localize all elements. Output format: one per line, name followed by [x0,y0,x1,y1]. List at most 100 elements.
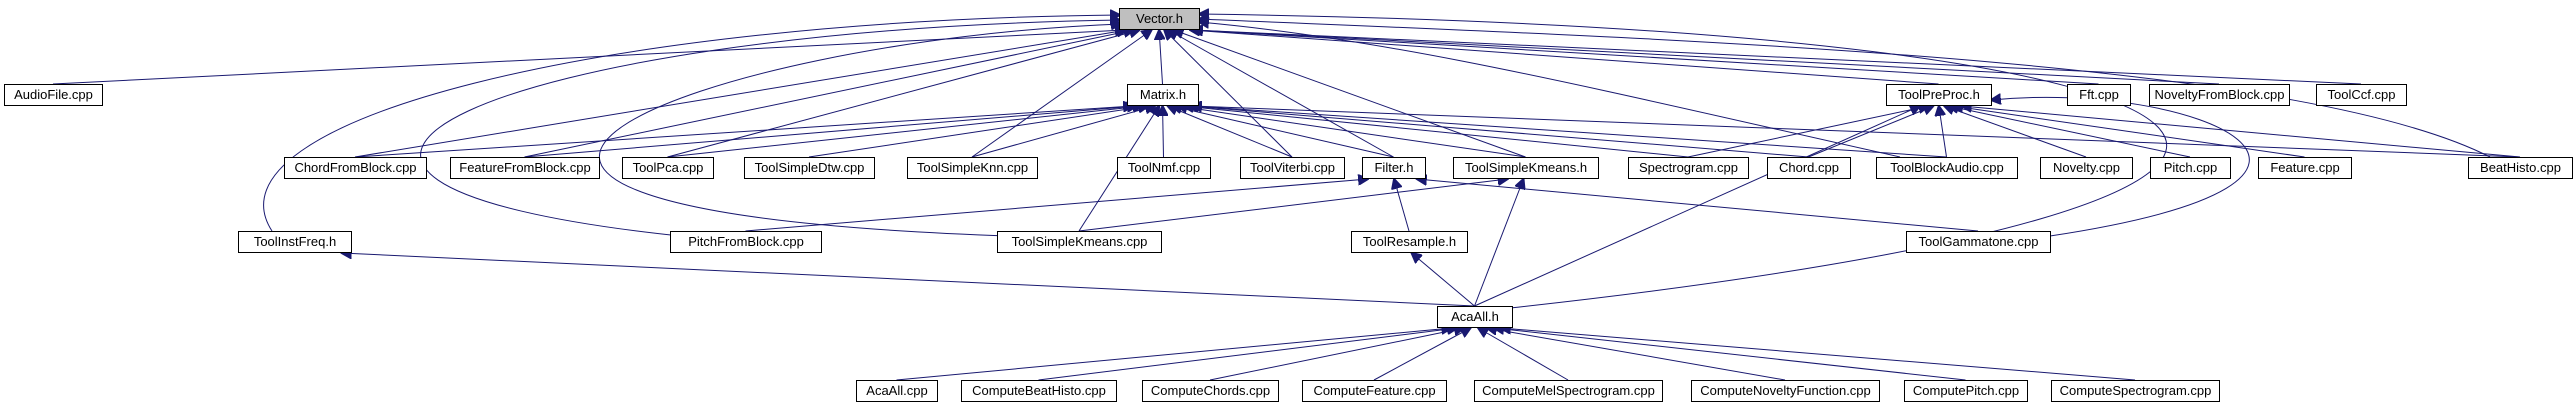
edge-arrow [1209,328,1464,381]
node-box [2150,157,2231,179]
node-acaall-h[interactable]: AcaAll.h [1437,306,1513,328]
node-toolccf-cpp[interactable]: ToolCcf.cpp [2316,84,2407,106]
node-toolpreproc-h[interactable]: ToolPreProc.h [1886,84,1992,106]
node-toolresample-h[interactable]: ToolResample.h [1351,231,1468,253]
edge-arrow [420,20,1120,237]
node-box [4,84,103,106]
edge-arrow [1953,106,2305,158]
node-beathisto-cpp[interactable]: BeatHisto.cpp [2468,157,2573,179]
node-filter-h[interactable]: Filter.h [1362,157,1426,179]
node-label: ToolResample.h [1363,234,1456,249]
node-toolnmf-cpp[interactable]: ToolNmf.cpp [1117,157,1211,179]
edge-arrow [342,253,1475,307]
node-label: AcaAll.h [1451,309,1499,324]
edge-arrow [1192,106,1947,158]
edge-arrow [1168,30,1394,158]
edge-arrow [598,24,1121,237]
node-box [670,231,822,253]
node-box [1904,380,2028,402]
node-toolsimplekmeans-h[interactable]: ToolSimpleKmeans.h [1453,157,1599,179]
node-box [2067,84,2131,106]
node-label: FeatureFromBlock.cpp [459,160,591,175]
node-pitch-cpp[interactable]: Pitch.cpp [2150,157,2231,179]
dependency-edge-toolsimplekmeans_cpp-to-vector_h [598,24,1121,237]
dependency-edge-pitchfromblock_cpp-to-vector_h [420,20,1120,237]
node-noveltyfromblock-cpp[interactable]: NoveltyFromBlock.cpp [2149,84,2290,106]
node-computefeature-cpp[interactable]: ComputeFeature.cpp [1302,380,1447,402]
node-matrix-h[interactable]: Matrix.h [1127,84,1199,106]
dependency-edge-toolsimpleknn_cpp-to-matrix_h [971,106,1155,158]
node-label: ToolInstFreq.h [254,234,336,249]
dependency-edge-toolsimpledtw_cpp-to-matrix_h [808,106,1148,158]
dependency-edge-spectrogram_cpp-to-toolpreproc_h [1687,106,1928,158]
node-computebeathisto-cpp[interactable]: ComputeBeatHisto.cpp [961,380,1117,402]
edge-arrow [1177,106,1526,158]
edge-arrow [808,106,1148,158]
node-label: Spectrogram.cpp [1639,160,1738,175]
dependency-edge-toolsimpleknn_cpp-to-vector_h [971,30,1152,158]
node-box [2149,84,2290,106]
edge-arrow [1199,19,2491,158]
edge-arrow [1478,328,1569,381]
dependency-edge-beathisto_cpp-to-vector_h [1199,19,2491,158]
edge-arrow [1474,179,1524,307]
node-label: ToolCcf.cpp [2328,87,2396,102]
edge-arrow [971,106,1155,158]
node-chordfromblock-cpp[interactable]: ChordFromBlock.cpp [284,157,427,179]
node-novelty-cpp[interactable]: Novelty.cpp [2040,157,2133,179]
node-featurefromblock-cpp[interactable]: FeatureFromBlock.cpp [450,157,600,179]
node-acaall-cpp[interactable]: AcaAll.cpp [856,380,938,402]
node-box [2040,157,2133,179]
edge-arrow [524,106,1137,158]
node-toolsimpledtw-cpp[interactable]: ToolSimpleDtw.cpp [744,157,875,179]
dependency-edge-toolsimplekmeans_h-to-vector_h [1174,30,1526,158]
node-fft-cpp[interactable]: Fft.cpp [2067,84,2131,106]
node-spectrogram-cpp[interactable]: Spectrogram.cpp [1628,157,1749,179]
node-computespectrogram-cpp[interactable]: ComputeSpectrogram.cpp [2051,380,2220,402]
edge-arrow [1394,179,1410,232]
node-computepitch-cpp[interactable]: ComputePitch.cpp [1904,380,2028,402]
dependency-edge-feature_cpp-to-toolpreproc_h [1953,106,2305,158]
dependency-edge-featurefromblock_cpp-to-vector_h [524,30,1134,158]
edge-arrow [1373,328,1470,381]
dependency-edge-toolblockaudio_cpp-to-matrix_h [1192,106,1947,158]
node-box [1351,231,1468,253]
edge-arrow [1163,106,1164,158]
node-computechords-cpp[interactable]: ComputeChords.cpp [1142,380,1279,402]
node-toolinstfreq-h[interactable]: ToolInstFreq.h [238,231,352,253]
node-audiofile-cpp[interactable]: AudioFile.cpp [4,84,103,106]
node-toolviterbi-cpp[interactable]: ToolViterbi.cpp [1240,157,1345,179]
node-feature-cpp[interactable]: Feature.cpp [2258,157,2352,179]
edge-arrow [1078,179,1508,232]
node-toolpca-cpp[interactable]: ToolPca.cpp [622,157,714,179]
dependency-edge-chordfromblock_cpp-to-matrix_h [354,106,1133,158]
node-pitchfromblock-cpp[interactable]: PitchFromBlock.cpp [670,231,822,253]
dependency-edge-featurefromblock_cpp-to-matrix_h [524,106,1137,158]
node-box [744,157,875,179]
node-computenoveltyfunction-cpp[interactable]: ComputeNoveltyFunction.cpp [1691,380,1880,402]
dependency-edge-pitch_cpp-to-toolpreproc_h [1949,106,2191,158]
dependency-edge-spectrogram_cpp-to-matrix_h [1184,106,1689,158]
node-toolsimpleknn-cpp[interactable]: ToolSimpleKnn.cpp [907,157,1038,179]
dependency-edge-acaall_cpp-to-acaall_h [896,328,1452,381]
dependency-edge-toolviterbi_cpp-to-matrix_h [1168,106,1293,158]
edge-arrow [667,106,1143,158]
node-chord-cpp[interactable]: Chord.cpp [1767,157,1851,179]
node-computemelspectrogram-cpp[interactable]: ComputeMelSpectrogram.cpp [1474,380,1663,402]
node-toolsimplekmeans-cpp[interactable]: ToolSimpleKmeans.cpp [997,231,1162,253]
node-toolgammatone-cpp[interactable]: ToolGammatone.cpp [1906,231,2051,253]
edge-arrow [1944,106,2087,158]
edge-arrow [1417,179,1979,232]
node-vector-h[interactable]: Vector.h [1119,8,1200,30]
node-toolblockaudio-cpp[interactable]: ToolBlockAudio.cpp [1876,157,2018,179]
edge-arrow [1939,106,1947,158]
edge-arrow [1949,106,2191,158]
edge-arrow [896,328,1452,381]
node-box [1362,157,1426,179]
node-box [1127,84,1199,106]
dependency-edge-computebeathisto_cpp-to-acaall_h [1038,328,1458,381]
node-label: ComputeChords.cpp [1151,383,1270,398]
node-box [1437,306,1513,328]
dependency-edge-computespectrogram_cpp-to-acaall_h [1501,328,2136,381]
